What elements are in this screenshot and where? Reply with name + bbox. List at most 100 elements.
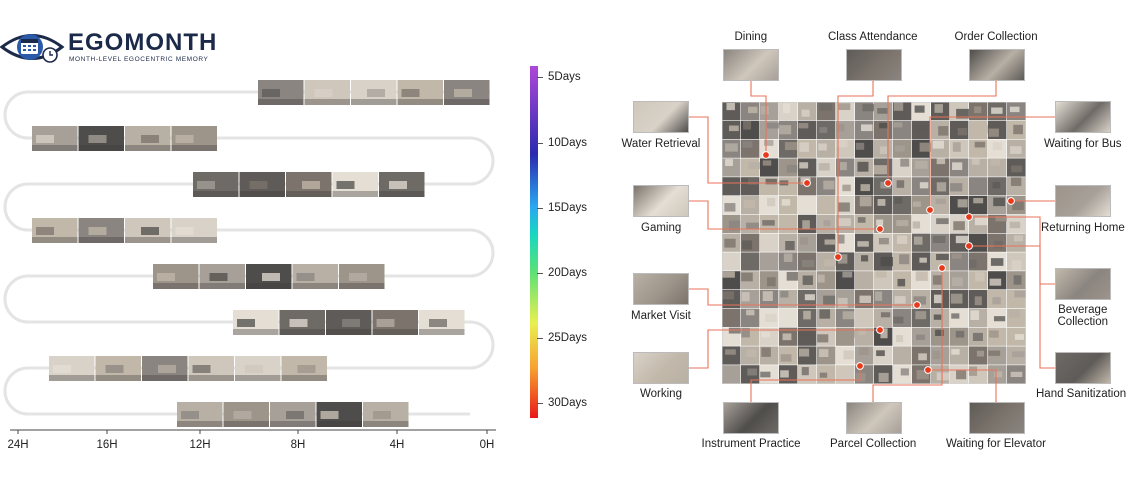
scene-label: Hand Sanitization	[1036, 388, 1127, 400]
mosaic-tile	[931, 177, 950, 196]
colorbar-tick	[537, 208, 543, 209]
mosaic-tile	[893, 271, 912, 290]
mosaic-tile	[1007, 271, 1026, 290]
timeline-frame	[78, 218, 124, 243]
mosaic-tile	[798, 102, 817, 121]
scene-thumbnail	[846, 49, 902, 81]
mosaic-tile	[817, 308, 836, 327]
mosaic-tile	[855, 196, 874, 215]
colorbar-tick	[537, 77, 543, 78]
mosaic-tile	[741, 139, 760, 158]
timeline-frame	[292, 264, 338, 289]
mosaic-tile	[836, 214, 855, 233]
mosaic-tile	[855, 308, 874, 327]
mosaic-tile	[836, 233, 855, 252]
scene-thumbnail	[633, 101, 689, 133]
mosaic-tile	[760, 177, 779, 196]
mosaic-tile	[950, 196, 969, 215]
eye-calendar-clock-icon	[0, 34, 65, 63]
mosaic-tile	[817, 102, 836, 121]
timeline-row	[193, 172, 425, 197]
mosaic-tile	[722, 214, 741, 233]
timeline-frame	[332, 172, 378, 197]
timeline-frame	[233, 310, 279, 335]
scene-label: Water Retrieval	[621, 138, 701, 150]
colorbar-label: 30Days	[548, 397, 587, 409]
mosaic-tile	[931, 271, 950, 290]
mosaic-tile	[779, 214, 798, 233]
mosaic-tile	[798, 177, 817, 196]
colorbar-tick	[537, 338, 543, 339]
mosaic-tile	[836, 327, 855, 346]
mosaic-tile	[893, 196, 912, 215]
mosaic-tile	[969, 365, 988, 384]
mosaic-tile	[931, 139, 950, 158]
mosaic-tile	[798, 214, 817, 233]
mosaic-tile	[950, 290, 969, 309]
mosaic-tile	[760, 308, 779, 327]
mosaic-tile	[931, 233, 950, 252]
mosaic-tile	[741, 233, 760, 252]
timeline-frame	[235, 356, 281, 381]
mosaic-tile	[912, 196, 931, 215]
mosaic-tile	[741, 102, 760, 121]
timeline-frame	[142, 356, 188, 381]
mosaic-tile	[817, 365, 836, 384]
mosaic-tile	[798, 365, 817, 384]
mosaic-tile	[969, 252, 988, 271]
mosaic-tile	[722, 365, 741, 384]
mosaic-tile	[741, 120, 760, 139]
mosaic-tile	[1007, 158, 1026, 177]
mosaic-tile	[1007, 365, 1026, 384]
timeline-frame	[153, 264, 199, 289]
scene-thumbnail	[633, 352, 689, 384]
mosaic-tile	[874, 102, 893, 121]
mosaic-tile	[969, 120, 990, 139]
mosaic-tile	[988, 252, 1007, 271]
x-axis-label: 16H	[96, 439, 117, 451]
x-axis-label: 12H	[189, 439, 210, 451]
mosaic-tile	[817, 120, 836, 139]
mosaic-tile	[988, 233, 1007, 252]
mosaic-tile	[874, 290, 893, 309]
mosaic-tile	[760, 365, 779, 384]
mosaic-tile	[969, 177, 988, 196]
mosaic-tile	[874, 252, 894, 271]
mosaic-tile	[741, 252, 760, 271]
mosaic-tile	[931, 308, 950, 327]
mosaic-tile	[893, 327, 912, 346]
mosaic-tile	[817, 233, 838, 252]
mosaic-tile	[969, 196, 988, 215]
timeline-frame	[171, 218, 217, 243]
mosaic-tile	[855, 346, 874, 365]
mosaic-tile	[988, 139, 1007, 158]
mosaic-tile	[836, 139, 855, 158]
mosaic-tile	[760, 233, 779, 252]
mosaic-tile	[855, 271, 874, 290]
mosaic-tile	[912, 158, 931, 177]
timeline-frame	[286, 172, 332, 197]
mosaic-tile	[950, 139, 969, 158]
mosaic-tile	[760, 346, 779, 365]
timeline-frame	[258, 80, 304, 105]
mosaic-tile	[741, 290, 760, 309]
logo-title: EGOMONTH	[68, 29, 217, 56]
mosaic-tile	[836, 102, 855, 121]
mosaic-tile	[779, 290, 798, 309]
timeline-frame	[177, 402, 223, 427]
colorbar-label: 10Days	[548, 137, 587, 149]
mosaic-tile	[722, 120, 741, 139]
mosaic-tile	[798, 308, 817, 327]
timeline-row	[49, 356, 327, 381]
scene-thumbnail	[1055, 101, 1111, 133]
mosaic-tile	[760, 158, 779, 177]
mosaic-tile	[1007, 233, 1026, 252]
mosaic-tile	[722, 327, 741, 346]
logo-subtitle: MONTH-LEVEL EGOCENTRIC MEMORY	[69, 56, 209, 63]
timeline-row	[233, 310, 465, 335]
mosaic-tile	[893, 120, 912, 139]
mosaic-tile	[760, 102, 779, 121]
timeline-frame	[379, 172, 425, 197]
scene-thumbnail	[846, 402, 902, 434]
mosaic-tile	[893, 177, 912, 196]
